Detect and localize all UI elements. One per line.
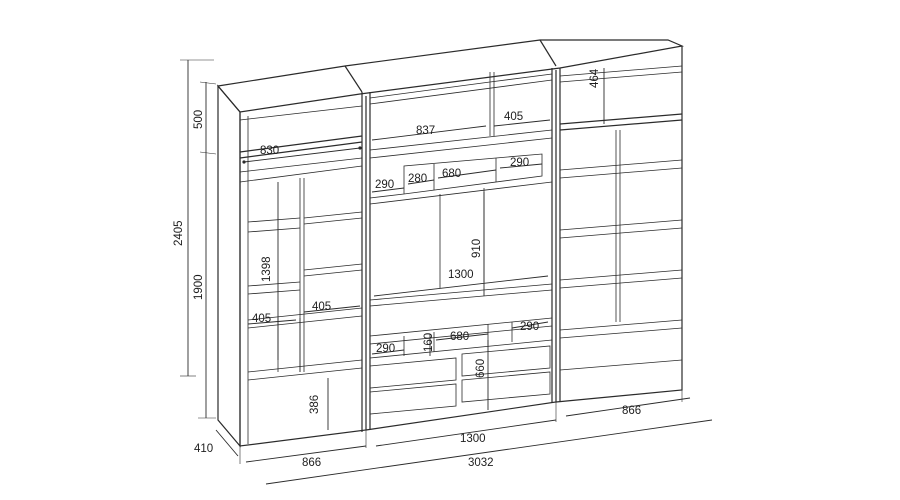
furniture-outline [216,39,685,448]
dim-mezzanine-height: 500 [193,110,205,129]
dim-left-shelf-width-b: 405 [312,301,331,313]
dim-left-shelf-width-a: 405 [252,313,271,325]
dim-top-middle-width: 837 [416,125,435,137]
dim-top-left-width: 830 [260,145,279,157]
dim-middle-module-width: 1300 [460,433,486,445]
dim-right-module-width: 866 [622,405,641,417]
dim-upper-shelf-right: 290 [510,157,529,169]
dimension-lines [180,59,713,485]
dim-upper-shelf-left: 290 [375,179,394,191]
dim-upper-shelf-mid2: 680 [442,168,461,180]
dim-lower-shelf-right: 290 [520,321,539,333]
dim-depth: 410 [194,443,213,455]
dim-total-height: 2405 [173,220,185,246]
dim-bottom-compartment-height: 386 [309,395,321,414]
dim-lower-shelf-left: 290 [376,343,395,355]
dim-total-width: 3032 [468,457,494,469]
dim-left-shelf-height: 1398 [261,256,273,282]
dim-top-niche-width: 405 [504,111,523,123]
dim-top-right-height: 464 [589,68,601,88]
dim-drawer-block-height: 660 [475,359,487,378]
dimension-labels: 830 837 405 464 290 280 680 290 910 1300… [173,68,641,469]
dim-cabinet-height: 1900 [193,274,205,300]
dim-upper-shelf-mid1: 280 [408,173,427,185]
dim-left-module-width: 866 [302,457,321,469]
dim-tv-niche-height: 910 [471,239,483,258]
dim-tv-niche-width: 1300 [448,269,474,281]
dim-lower-shelf-mid: 680 [450,331,469,343]
dim-lower-shelf-height: 160 [423,333,435,352]
